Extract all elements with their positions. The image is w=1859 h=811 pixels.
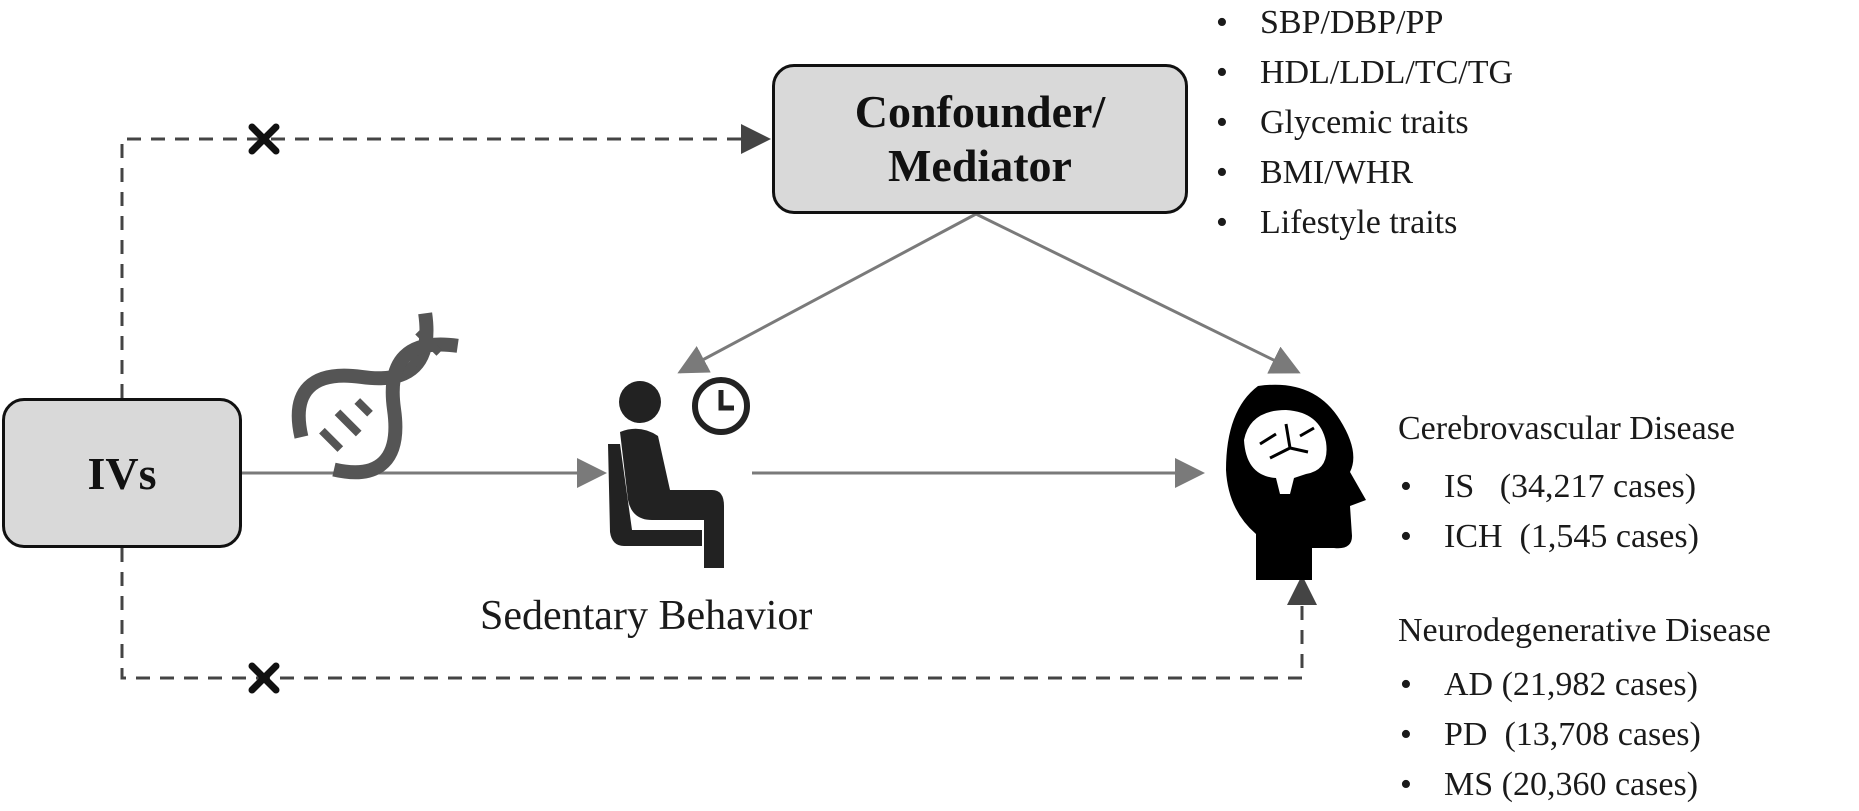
ivs-label: IVs: [87, 447, 157, 499]
trait-item: HDL/LDL/TC/TG: [1212, 48, 1513, 98]
ivs-box: IVs: [2, 398, 242, 548]
confounder-mediator-box: Confounder/ Mediator: [772, 64, 1188, 214]
cerebrovascular-list: IS (34,217 cases) ICH (1,545 cases): [1396, 462, 1699, 562]
x-mark-icon: [248, 662, 280, 694]
confounder-label: Confounder/: [854, 86, 1106, 137]
sitting-person-clock-icon: [608, 377, 750, 568]
mediator-label: Mediator: [888, 140, 1072, 191]
confounder-trait-list: SBP/DBP/PP HDL/LDL/TC/TG Glycemic traits…: [1212, 0, 1513, 248]
dashed-arrow-ivs-to-confounder: [120, 124, 771, 398]
dashed-arrow-ivs-to-outcome: [120, 548, 1317, 680]
disease-item: MS (20,360 cases): [1396, 760, 1701, 810]
exposure-label: Sedentary Behavior: [480, 593, 813, 639]
head-brain-icon: [1226, 384, 1366, 580]
cerebrovascular-title: Cerebrovascular Disease: [1398, 410, 1736, 447]
neurodegenerative-list: AD (21,982 cases) PD (13,708 cases) MS (…: [1396, 660, 1701, 810]
trait-item: BMI/WHR: [1212, 148, 1513, 198]
trait-item: Lifestyle traits: [1212, 198, 1513, 248]
x-mark-icon: [248, 123, 280, 155]
disease-item: IS (34,217 cases): [1396, 462, 1699, 512]
disease-item: ICH (1,545 cases): [1396, 512, 1699, 562]
arrow-confounder-to-outcome: [975, 212, 1301, 374]
arrow-confounder-to-exposure: [677, 212, 977, 374]
disease-item: PD (13,708 cases): [1396, 710, 1701, 760]
neurodegenerative-title: Neurodegenerative Disease: [1398, 612, 1771, 649]
dna-icon: [291, 312, 459, 480]
trait-item: Glycemic traits: [1212, 98, 1513, 148]
disease-item: AD (21,982 cases): [1396, 660, 1701, 710]
trait-item: SBP/DBP/PP: [1212, 0, 1513, 48]
